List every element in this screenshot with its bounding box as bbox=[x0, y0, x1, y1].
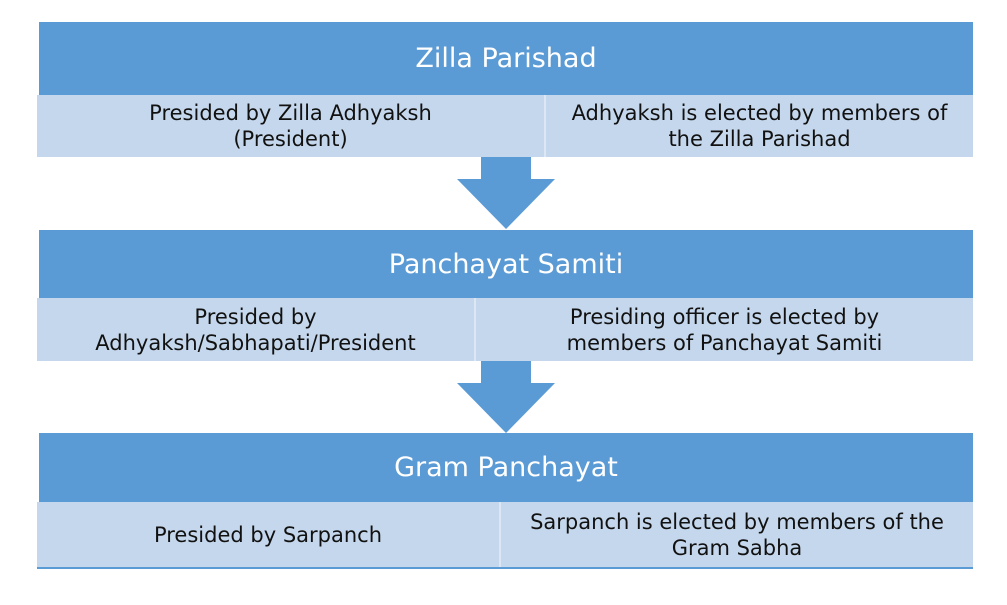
gram-panchayat-header: Gram Panchayat bbox=[39, 433, 973, 502]
panchayat-samiti-election: Presiding officer is elected by members … bbox=[474, 298, 973, 361]
gram-panchayat-election: Sarpanch is elected by members of the Gr… bbox=[499, 502, 973, 567]
zilla-parishad-header: Zilla Parishad bbox=[39, 22, 973, 95]
zilla-parishad-election: Adhyaksh is elected by members of the Zi… bbox=[544, 95, 973, 157]
gram-panchayat-details: Presided by Sarpanch Sarpanch is elected… bbox=[37, 502, 973, 569]
gram-panchayat-presided: Presided by Sarpanch bbox=[37, 502, 499, 567]
down-arrow-icon bbox=[457, 361, 555, 433]
panchayat-samiti-header: Panchayat Samiti bbox=[39, 230, 973, 298]
zilla-parishad-presided: Presided by Zilla Adhyaksh (President) bbox=[37, 95, 544, 157]
panchayat-samiti-details: Presided by Adhyaksh/Sabhapati/President… bbox=[37, 298, 973, 361]
down-arrow-icon bbox=[457, 157, 555, 229]
panchayat-samiti-presided: Presided by Adhyaksh/Sabhapati/President bbox=[37, 298, 474, 361]
zilla-parishad-details: Presided by Zilla Adhyaksh (President) A… bbox=[37, 95, 973, 157]
